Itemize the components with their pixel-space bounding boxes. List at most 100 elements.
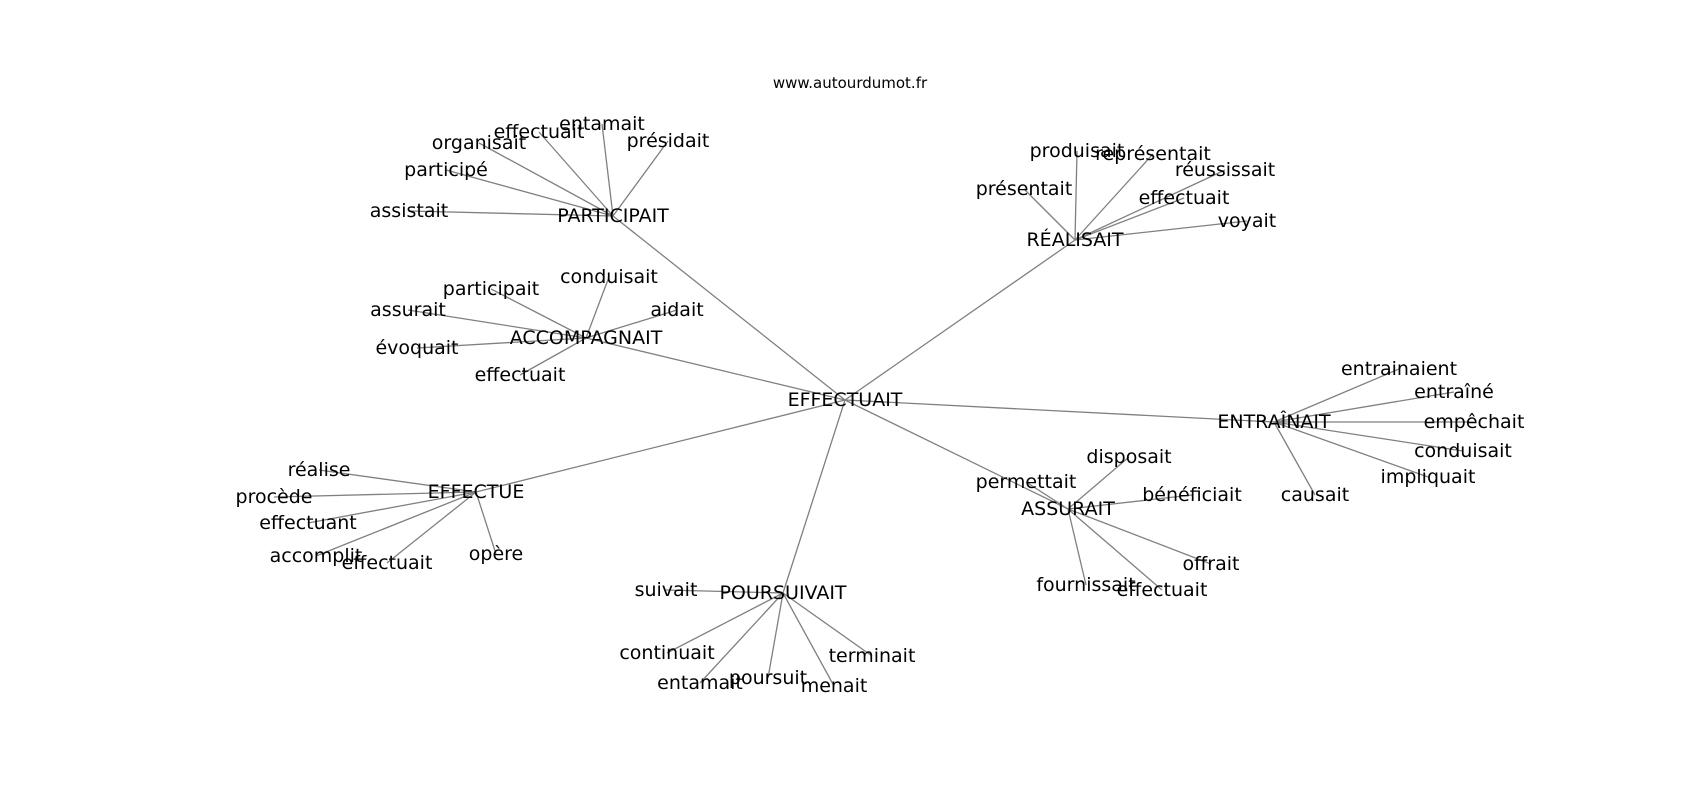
hub-word[interactable]: PARTICIPAIT: [557, 205, 669, 227]
leaf-word[interactable]: présentait: [976, 178, 1073, 200]
edge-hub-leaf: [585, 276, 610, 339]
leaf-word[interactable]: poursuit: [729, 667, 807, 689]
leaf-word[interactable]: effectuait: [494, 121, 585, 143]
leaf-word[interactable]: effectuait: [475, 364, 566, 386]
edge-hub-leaf: [273, 491, 477, 498]
edge-hub-leaf: [1074, 169, 1226, 241]
edge-hub-leaf: [782, 592, 835, 687]
leaf-word[interactable]: empêchait: [1424, 411, 1525, 433]
edge-hub-leaf: [1023, 188, 1076, 241]
leaf-word[interactable]: participait: [443, 278, 539, 300]
edge-center-hub: [585, 337, 846, 401]
leaf-word[interactable]: opère: [469, 543, 523, 565]
edge-hub-leaf: [1067, 508, 1087, 586]
edge-hub-leaf: [416, 337, 587, 349]
edge-hub-leaf: [318, 469, 477, 493]
leaf-word[interactable]: terminait: [829, 645, 916, 667]
edge-hub-leaf: [315, 491, 477, 557]
edge-hub-leaf: [1273, 368, 1400, 423]
edge-hub-leaf: [519, 337, 587, 376]
edge-hub-leaf: [767, 592, 784, 679]
edge-hub-leaf: [1273, 421, 1464, 452]
leaf-word[interactable]: accomplit: [270, 545, 363, 567]
leaf-word[interactable]: participé: [404, 159, 488, 181]
center-word[interactable]: EFFECTUAIT: [788, 389, 903, 411]
hub-word[interactable]: POURSUIVAIT: [719, 582, 846, 604]
edge-hub-leaf: [1067, 508, 1163, 591]
edge-hub-leaf: [307, 491, 477, 524]
leaf-word[interactable]: effectuant: [259, 512, 357, 534]
leaf-word[interactable]: évoquait: [375, 337, 458, 359]
leaf-word[interactable]: effectuait: [342, 552, 433, 574]
edge-center-hub: [782, 399, 846, 594]
leaf-word[interactable]: réalise: [288, 459, 351, 481]
leaf-word[interactable]: entraîné: [1414, 381, 1494, 403]
edge-hub-leaf: [1067, 456, 1130, 510]
leaf-word[interactable]: représentait: [1095, 143, 1211, 165]
edge-hub-leaf: [490, 288, 587, 339]
leaf-word[interactable]: assurait: [370, 299, 446, 321]
leaf-word[interactable]: entamait: [657, 672, 743, 694]
edge-hub-leaf: [1074, 197, 1185, 241]
leaf-word[interactable]: impliquait: [1381, 466, 1476, 488]
edge-center-hub: [475, 399, 846, 493]
edge-hub-leaf: [475, 491, 497, 555]
edges-layer: [273, 123, 1474, 687]
edge-hub-leaf: [445, 169, 614, 217]
leaf-word[interactable]: réussissait: [1175, 159, 1275, 181]
watermark-text[interactable]: www.autourdumot.fr: [773, 74, 928, 92]
leaf-word[interactable]: organisait: [432, 132, 526, 154]
labels-layer: www.autourdumot.fr EFFECTUAIT PARTICIPAIT…: [236, 74, 1525, 697]
leaf-word[interactable]: suivait: [635, 579, 698, 601]
leaf-word[interactable]: permettait: [976, 471, 1077, 493]
edge-hub-leaf: [538, 131, 614, 217]
leaf-word[interactable]: aidait: [650, 299, 703, 321]
hub-word[interactable]: EFFECTUE: [428, 481, 525, 503]
edge-hub-leaf: [1273, 421, 1429, 478]
edge-hub-leaf: [1067, 508, 1212, 565]
leaf-word[interactable]: continuait: [619, 642, 714, 664]
hub-word[interactable]: ASSURAIT: [1021, 498, 1115, 520]
hub-word[interactable]: RÉALISAIT: [1026, 228, 1123, 251]
edge-hub-leaf: [1067, 494, 1193, 510]
leaf-word[interactable]: conduisait: [560, 266, 658, 288]
edge-hub-leaf: [386, 491, 477, 564]
leaf-word[interactable]: effectuait: [1117, 579, 1208, 601]
edge-hub-leaf: [585, 309, 678, 339]
hub-word[interactable]: ACCOMPAGNAIT: [510, 327, 663, 349]
leaf-word[interactable]: voyait: [1218, 210, 1276, 232]
edge-hub-leaf: [1273, 421, 1316, 496]
leaf-word[interactable]: offrait: [1183, 553, 1240, 575]
edge-hub-leaf: [665, 589, 784, 594]
edge-hub-leaf: [782, 592, 873, 657]
edge-hub-leaf: [1074, 220, 1248, 241]
edge-center-hub: [844, 239, 1076, 401]
edge-hub-leaf: [699, 592, 784, 684]
edge-hub-leaf: [1074, 153, 1154, 241]
leaf-word[interactable]: bénéficiait: [1142, 484, 1242, 506]
leaf-word[interactable]: causait: [1281, 484, 1349, 506]
leaf-word[interactable]: procède: [236, 486, 313, 508]
leaf-word[interactable]: effectuait: [1139, 187, 1230, 209]
edge-hub-leaf: [408, 210, 614, 217]
leaf-word[interactable]: assistait: [370, 200, 448, 222]
edge-center-hub: [612, 215, 846, 401]
leaf-word[interactable]: fournissait: [1036, 574, 1135, 596]
edge-center-hub: [844, 399, 1069, 510]
edge-hub-leaf: [666, 592, 784, 654]
leaf-word[interactable]: entamait: [559, 113, 645, 135]
edge-hub-leaf: [1074, 150, 1078, 241]
edge-hub-leaf: [1273, 391, 1455, 423]
edge-hub-leaf: [1025, 481, 1069, 510]
leaf-word[interactable]: entrainaient: [1341, 358, 1457, 380]
leaf-word[interactable]: présidait: [627, 130, 710, 152]
leaf-word[interactable]: produisait: [1030, 140, 1125, 162]
edge-hub-leaf: [612, 140, 669, 217]
edge-hub-leaf: [407, 309, 587, 339]
leaf-word[interactable]: conduisait: [1414, 440, 1512, 462]
leaf-word[interactable]: disposait: [1086, 446, 1171, 468]
edge-center-hub: [844, 399, 1275, 423]
leaf-word[interactable]: menait: [801, 675, 868, 697]
hub-word[interactable]: ENTRAÎNAIT: [1217, 410, 1331, 433]
